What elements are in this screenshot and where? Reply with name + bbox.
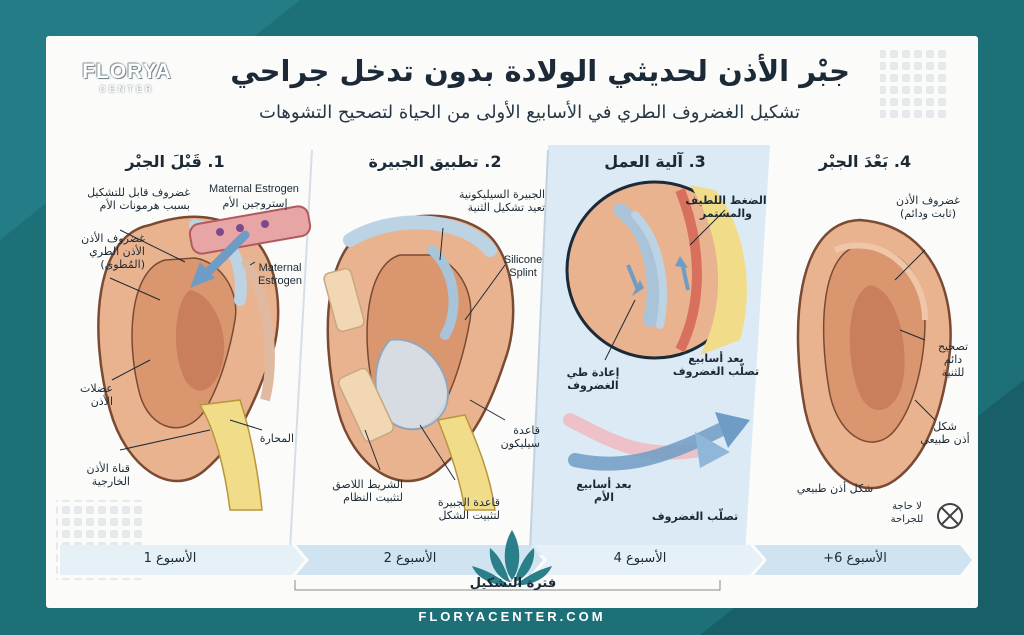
florya-logo: FLORYA CENTER bbox=[66, 60, 188, 94]
ear-before-splint bbox=[97, 205, 312, 511]
label-stable-cartilage: غضروف الأذن (ثابت ودائم) bbox=[896, 194, 960, 220]
label-natural-shape-2: شكل أذن طبيعي bbox=[796, 482, 874, 495]
label-silicone-splint-ar: الجبيرة السيليكونية تعيد تشكيل الثنية bbox=[458, 188, 545, 214]
logo-name: FLORYA bbox=[82, 60, 172, 83]
lotus-icon bbox=[472, 530, 552, 586]
week-6-plus: الأسبوع 6+ bbox=[823, 551, 887, 566]
label-no-surgery: لا حاجة للجراحة bbox=[890, 501, 924, 525]
label-refolding: إعادة طي الغضروف bbox=[566, 366, 620, 392]
label-after-weeks-mother: بعد أسابيع الأم bbox=[576, 478, 632, 504]
week-4: الأسبوع 4 bbox=[613, 551, 667, 566]
no-surgery-icon bbox=[937, 503, 963, 529]
mechanism-circle bbox=[565, 180, 747, 360]
phase-4-title: 4. بَعْدَ الجبْر bbox=[818, 152, 912, 171]
page-subtitle: تشكيل الغضروف الطري في الأسابيع الأولى م… bbox=[259, 102, 800, 123]
ear-with-splint bbox=[323, 214, 515, 511]
label-silicone-base: قاعدة سيليكون bbox=[500, 424, 540, 450]
page-title: جبْر الأذن لحديثي الولادة بدون تدخل جراح… bbox=[230, 54, 850, 88]
label-soft-cartilage: غضروف الأذن الأذن الطري (المُطوى) bbox=[81, 232, 145, 271]
label-ear-muscles: عضلات الأذن bbox=[79, 382, 113, 408]
label-tape: الشريط اللاصق لتثبيت النظام bbox=[332, 478, 403, 504]
phase-1-title: 1. قَبْلَ الجبْر bbox=[125, 152, 225, 171]
label-permanent-fix: تصحيح دائم للثنية bbox=[937, 340, 969, 379]
dot-pattern-top-right bbox=[880, 50, 950, 120]
logo-sub: CENTER bbox=[99, 84, 155, 94]
label-maternal-estrogen-en: Maternal Estrogen bbox=[209, 183, 299, 195]
label-maternal-estrogen-en-2: Maternal Estrogen bbox=[257, 262, 303, 287]
label-concha: المحارة bbox=[259, 432, 294, 445]
label-gentle-pressure: الضغط اللطيف والمستمر bbox=[685, 194, 767, 220]
label-splint-base: قاعدة الجبيرة لتثبيت الشكل bbox=[437, 496, 500, 522]
leader-lines bbox=[109, 209, 936, 481]
label-silicone-splint-en: Silicone Splint bbox=[503, 254, 543, 279]
label-cartilage-hormones: غضروف قابل للتشكيل بسبب هرمونات الأم bbox=[87, 186, 190, 212]
hardening-arrows bbox=[563, 412, 750, 471]
week-2: الأسبوع 2 bbox=[383, 551, 437, 566]
label-natural-shape: شكل أذن طبيعي bbox=[920, 420, 970, 446]
label-hardening-weeks: بعد أسابيع تصلّب الغضروف bbox=[672, 352, 760, 378]
label-hardening: تصلّب الغضروف bbox=[651, 510, 739, 523]
label-maternal-estrogen-ar: إستروجين الأم bbox=[222, 197, 288, 210]
divider bbox=[529, 149, 549, 551]
phase-2-title: 2. تطبيق الجبيرة bbox=[368, 152, 502, 171]
ear-after-splint bbox=[796, 218, 952, 490]
label-ear-canal: قناة الأذن الخارجية bbox=[86, 462, 131, 488]
footer-url[interactable]: FLORYACENTER.COM bbox=[418, 609, 606, 624]
week-1: الأسبوع 1 bbox=[143, 551, 197, 566]
shaping-period: فترة التشكيل bbox=[469, 576, 557, 591]
timeline bbox=[60, 545, 972, 591]
phase-3-title: 3. آلية العمل bbox=[604, 152, 706, 171]
